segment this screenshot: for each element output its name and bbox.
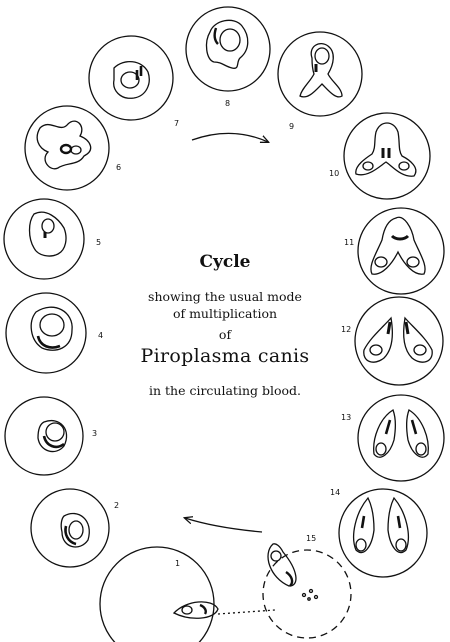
stage-7-cell	[88, 35, 174, 121]
arrow-bottom	[185, 518, 263, 533]
stage-number-1: 1	[175, 559, 180, 568]
stage-number-9: 9	[289, 122, 294, 131]
stage-number-11: 11	[344, 238, 354, 247]
stage-number-10: 10	[329, 169, 339, 178]
stage-15-cell	[262, 543, 352, 639]
stage-6-cell	[24, 105, 110, 191]
arrow-top	[191, 132, 268, 142]
stage-10-cell	[343, 112, 431, 200]
stage-number-14: 14	[330, 488, 340, 497]
stage-11-cell	[357, 207, 445, 295]
stage-number-5: 5	[96, 238, 101, 247]
stage-number-15: 15	[306, 534, 316, 543]
stage-number-4: 4	[98, 331, 103, 340]
stage-5-cell	[3, 198, 85, 280]
stage-2-cell	[30, 488, 110, 568]
stage-number-13: 13	[341, 413, 351, 422]
stage-13-cell	[357, 394, 445, 482]
stage-number-12: 12	[341, 325, 351, 334]
stage-number-3: 3	[92, 429, 97, 438]
stage-14-cell	[338, 488, 428, 578]
stage-number-2: 2	[114, 501, 119, 510]
stage-9-cell	[277, 31, 363, 117]
stage-number-6: 6	[116, 163, 121, 172]
stage-number-7: 7	[174, 119, 179, 128]
stage-3-cell	[4, 396, 84, 476]
diagram-title: Cycle	[199, 252, 251, 272]
organism-name: Piroplasma canis	[140, 345, 310, 367]
caption-line-3: of	[218, 327, 232, 342]
caption-line-4: in the circulating blood.	[148, 383, 301, 398]
stage-8-cell	[185, 6, 271, 92]
stage-number-8: 8	[225, 99, 230, 108]
stage-4-cell	[5, 292, 87, 374]
caption-line-2: of multiplication	[172, 306, 278, 321]
stage-1-cell	[99, 546, 219, 642]
caption-line-1: showing the usual mode	[148, 289, 302, 304]
stage-12-cell	[354, 296, 444, 386]
